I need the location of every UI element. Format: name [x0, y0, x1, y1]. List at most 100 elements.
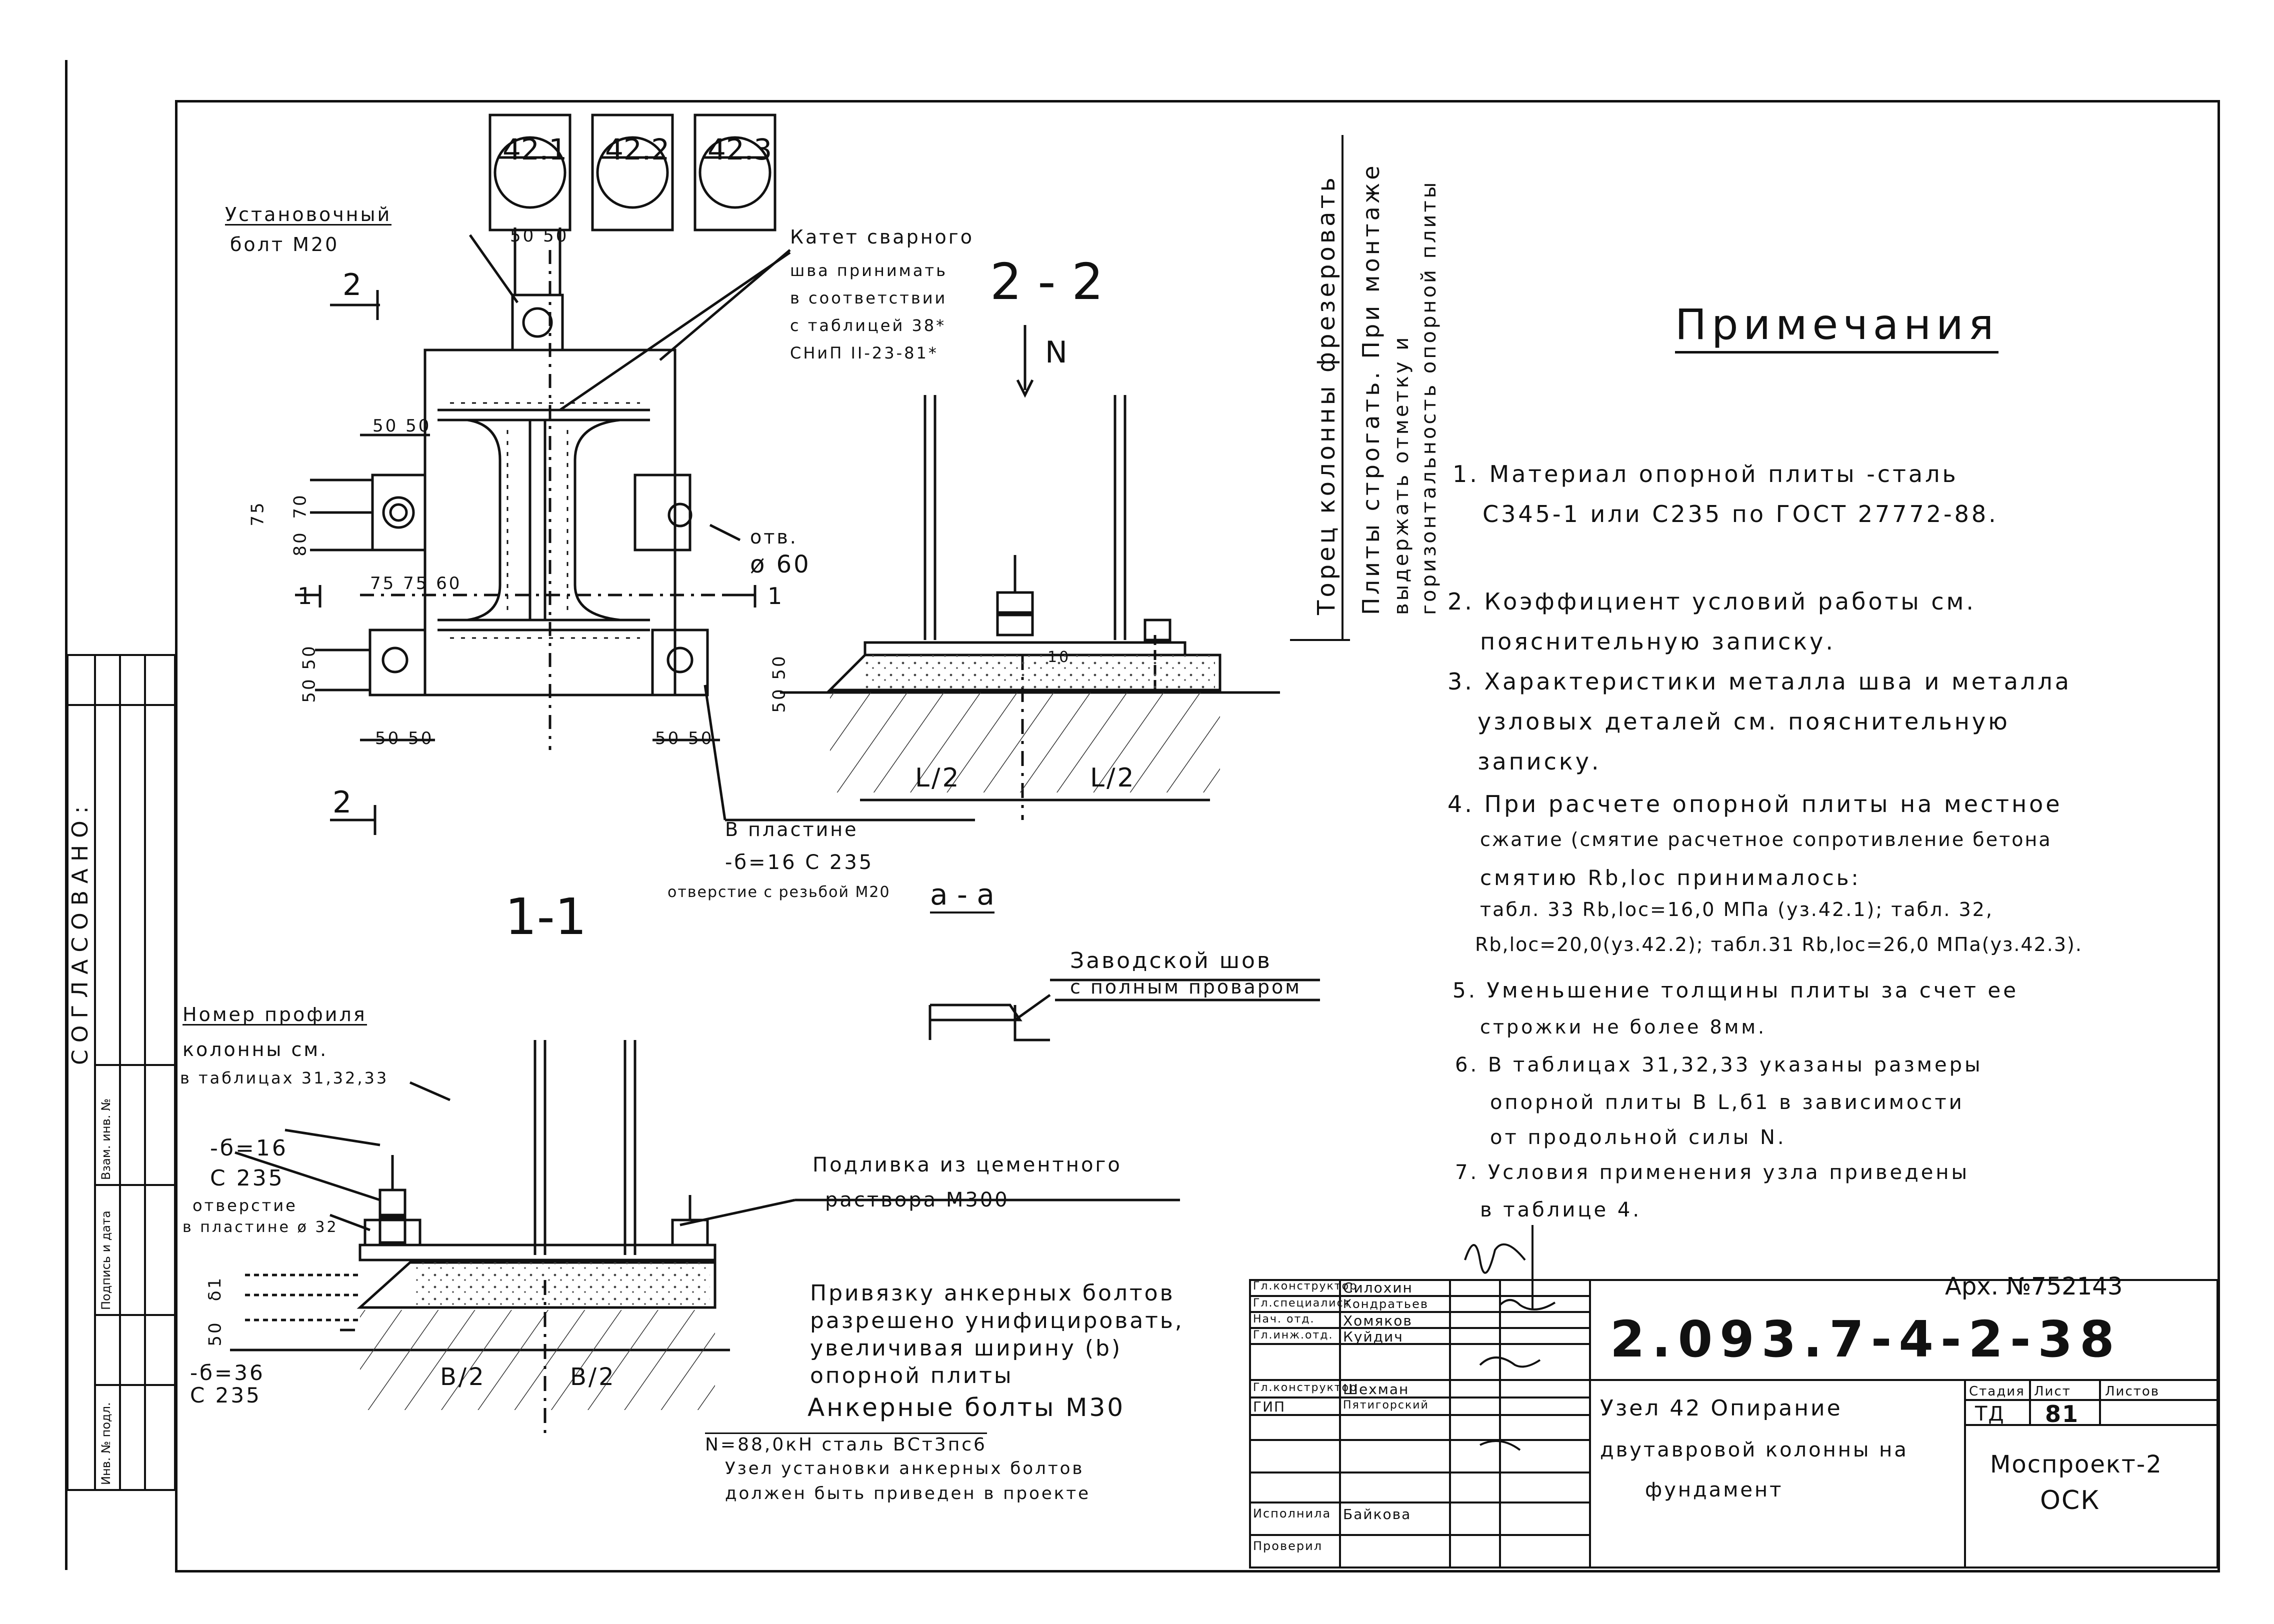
binding-edge-line [65, 60, 68, 1570]
role-cell: Исполнила [1253, 1506, 1332, 1520]
cut-1-left-label: 1 [298, 582, 312, 610]
node-marker-circles [488, 114, 776, 232]
dim-70: 70 [290, 493, 310, 519]
vertical-note-2: Плиты строгать. При монтаже [1358, 162, 1384, 615]
note-line: записку. [1478, 748, 1602, 775]
node-marker-42-3: 42.3 [708, 132, 772, 166]
role-cell: Нач. отд. [1253, 1313, 1315, 1326]
note-line: 5. Уменьшение толщины плиты за счет ее [1452, 978, 2019, 1002]
shop-weld-label-2: с полным проваром [1070, 976, 1302, 998]
name-cell: Кондратьев [1343, 1297, 1428, 1311]
dim-b-half-right: B/2 [570, 1363, 616, 1391]
document-code: 2.093.7-4-2-38 [1610, 1310, 2122, 1368]
node-marker-42-1: 42.1 [502, 132, 568, 166]
note-line: сжатие (смятие расчетное сопротивление б… [1480, 828, 2052, 850]
note-line: 1. Материал опорной плиты -сталь [1452, 460, 1958, 488]
dim-5050-left: 50 50 [372, 416, 432, 436]
weld-leg-3: в соответствии [790, 288, 948, 308]
note-line: смятию Rb,loc принималось: [1480, 866, 1861, 890]
side-stamp-grid [66, 654, 176, 1491]
name-cell: Байкова [1343, 1506, 1412, 1522]
cut-2-top-label: 2 [342, 268, 362, 302]
archive-number: Арх. №752143 [1945, 1272, 2123, 1300]
role-cell: Гл.конструктор [1253, 1382, 1358, 1394]
title-block: Гл.конструктор Силохин Гл.специалист Кон… [1250, 1280, 2215, 1568]
plate-d-label-3: отверстие [192, 1196, 298, 1215]
anchor-note-1: Привязку анкерных болтов [810, 1280, 1175, 1306]
vertical-note-4: горизонтальность опорной плиты [1418, 180, 1440, 615]
section-2-2 [780, 325, 1280, 820]
note-line: 3. Характеристики металла шва и металла [1448, 668, 2072, 695]
dim-50-label: 50 [205, 1320, 226, 1346]
name-cell: Хомяков [1343, 1312, 1412, 1329]
side-stamp-inv-no: Взам. инв. № [99, 1098, 113, 1180]
name-cell: Силохин [1343, 1280, 1413, 1296]
anchor-bolts-label: Анкерные болты М30 [808, 1393, 1126, 1422]
dim-5050-bottom-left: 50 50 [375, 728, 434, 748]
anchor-note-4: опорной плиты [810, 1363, 1014, 1388]
sheet-value: 81 [2045, 1400, 2080, 1428]
note-line: опорной плиты В L,б1 в зависимости [1490, 1091, 1964, 1114]
role-cell: Проверил [1253, 1539, 1323, 1553]
dim-d1-label: δ1 [205, 1276, 226, 1302]
weld-leg-4: с таблицей 38* [790, 316, 946, 335]
name-cell: Куйдич [1343, 1328, 1404, 1345]
profile-label-1: Номер профиля [182, 1004, 367, 1026]
install-bolt-label: Установочный [225, 204, 392, 226]
weld-leg-1: Катет сварного [790, 226, 974, 248]
drawing-frame [175, 100, 2220, 1572]
section-a-a-title: а - а [930, 878, 994, 914]
hole-label: отв. [750, 526, 798, 548]
dim-5050-bottom-right: 50 50 [655, 728, 714, 748]
load-n-label: N [1045, 335, 1068, 370]
dim-10-label: 10 [1048, 648, 1071, 666]
note-line: от продольной силы N. [1490, 1126, 1786, 1149]
install-bolt-size: болт М20 [230, 234, 340, 256]
shop-weld-detail [928, 978, 1320, 1042]
vertical-note-3: выдержать отметку и [1390, 334, 1413, 615]
grout-label-1: Подливка из цементного [812, 1154, 1122, 1176]
description-line-1: Узел 42 Опирание [1600, 1396, 1842, 1421]
dim-75: 75 [248, 500, 268, 526]
note-line: табл. 33 Rb,loc=16,0 МПа (уз.42.1); табл… [1480, 898, 1994, 920]
role-cell: ГИП [1253, 1398, 1286, 1415]
side-stamp-sign-date: Подпись и дата [99, 1210, 113, 1310]
vertical-note-1: Торец колонны фрезеровать [1312, 174, 1340, 615]
stage-header: Стадия [1969, 1384, 2025, 1399]
dim-b-half-left: B/2 [440, 1363, 486, 1391]
note-line: 7. Условия применения узла приведены [1455, 1161, 1970, 1184]
weld-leg-5: СНиП II-23-81* [790, 344, 938, 362]
hole-dia-label: ø 60 [750, 550, 811, 578]
anchor-spec-label: N=88,0кН сталь ВСт3пс6 [705, 1432, 987, 1454]
plate-d-label-2: С 235 [210, 1166, 284, 1191]
profile-label-2: колонны см. [182, 1038, 328, 1060]
sheets-header: Листов [2105, 1384, 2160, 1399]
dim-5050-top: 50 50 [510, 226, 569, 246]
dim-5050-vertical-left: 50 50 [299, 644, 320, 703]
base-plate-label-2: С 235 [190, 1383, 262, 1408]
name-cell: Пятигорский [1343, 1399, 1429, 1412]
dim-757560: 75 75 60 [370, 574, 462, 594]
note-line: 6. В таблицах 31,32,33 указаны размеры [1455, 1054, 1983, 1076]
anchor-node-2: должен быть приведен в проекте [725, 1484, 1091, 1504]
plan-view [295, 228, 975, 835]
note-line: пояснительную записку. [1480, 628, 1836, 655]
note-line: 4. При расчете опорной плиты на местное [1448, 790, 2062, 818]
plate-label-1: В пластине [725, 818, 858, 840]
name-cell: Шехман [1343, 1381, 1410, 1398]
title-block-grid [1249, 1279, 2218, 1568]
description-line-2: двутавровой колонны на [1600, 1438, 1908, 1462]
note-line: 2. Коэффициент условий работы см. [1448, 588, 1976, 615]
grout-label-2: раствора М300 [825, 1188, 1010, 1212]
dim-5050-vertical-right: 50 50 [769, 654, 790, 713]
section-1-1 [230, 1040, 1180, 1440]
stage-value: ТД [1975, 1402, 2005, 1426]
weld-marks [450, 402, 640, 639]
plate-label-2: -б=16 С 235 [725, 851, 874, 874]
note-line: С345-1 или С235 по ГОСТ 27772-88. [1482, 500, 1998, 528]
organization-1: Моспроект-2 [1990, 1450, 2162, 1478]
anchor-note-3: увеличивая ширину (b) [810, 1336, 1122, 1361]
anchor-note-2: разрешено унифицировать, [810, 1308, 1184, 1334]
role-cell: Гл.конструктор [1253, 1280, 1358, 1292]
